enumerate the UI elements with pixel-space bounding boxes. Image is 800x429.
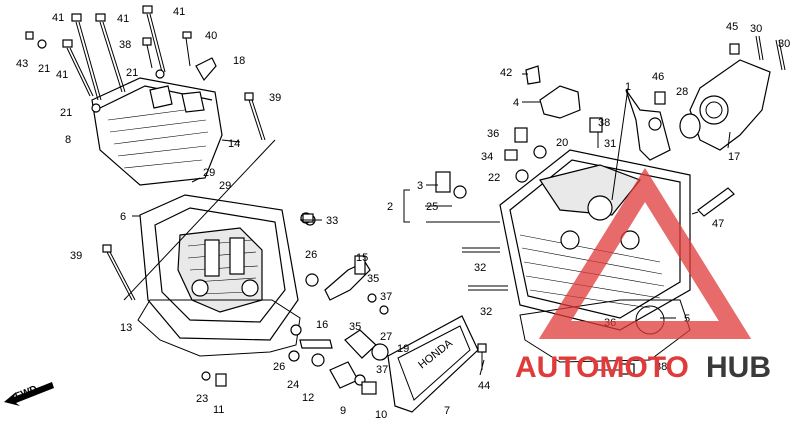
left-cylinder-head xyxy=(139,194,299,341)
callout-15: 15 xyxy=(356,252,368,264)
callout-32: 32 xyxy=(474,262,486,274)
callout-40: 40 xyxy=(205,30,217,42)
callout-41: 41 xyxy=(52,12,64,24)
callout-39: 39 xyxy=(70,250,82,262)
head-gasket-13 xyxy=(137,299,301,357)
callout-25: 25 xyxy=(426,201,438,213)
callout-22: 22 xyxy=(488,172,500,184)
callout-41: 41 xyxy=(117,13,129,25)
callout-11: 11 xyxy=(213,404,224,416)
intake-manifold-17 xyxy=(679,35,786,151)
callout-9: 9 xyxy=(340,405,346,417)
callout-10: 10 xyxy=(375,409,387,421)
callout-21: 21 xyxy=(60,107,72,119)
callout-6: 6 xyxy=(120,211,126,223)
callout-27: 27 xyxy=(380,331,392,343)
bolt-39-lower xyxy=(102,244,136,301)
callout-19: 19 xyxy=(397,343,409,355)
watermark-word-dark: HUB xyxy=(706,351,771,384)
callout-1: 1 xyxy=(625,81,631,93)
callout-43: 43 xyxy=(16,58,28,70)
callout-45: 45 xyxy=(726,21,738,33)
rocker-parts xyxy=(201,212,389,395)
spark-plug-47 xyxy=(691,187,735,217)
side-cover-7: HONDA xyxy=(387,315,479,413)
callout-26: 26 xyxy=(273,361,285,373)
leader-lines xyxy=(123,73,731,376)
studs-32 xyxy=(462,247,508,291)
callout-36: 36 xyxy=(487,128,499,140)
bolts-41 xyxy=(25,5,217,113)
callout-16: 16 xyxy=(316,319,328,331)
callout-47: 47 xyxy=(712,218,724,230)
callout-28: 28 xyxy=(676,86,688,98)
callout-18: 18 xyxy=(233,55,245,67)
cylinder-gasket-5 xyxy=(519,299,691,363)
callout-32: 32 xyxy=(480,306,492,318)
head-cover-assembly xyxy=(91,77,223,186)
callout-5: 5 xyxy=(684,313,690,325)
fwd-label: FWD xyxy=(14,384,39,403)
callout-35: 35 xyxy=(367,273,379,285)
callout-8: 8 xyxy=(65,134,71,146)
callout-39: 39 xyxy=(269,92,281,104)
fwd-arrow: FWD xyxy=(4,382,54,406)
callout-3: 3 xyxy=(417,180,423,192)
callout-20: 20 xyxy=(556,137,568,149)
callout-2: 2 xyxy=(387,201,393,213)
watermark-word-red: AUTOMOTO xyxy=(515,351,689,384)
callout-21: 21 xyxy=(126,67,138,79)
callout-46: 46 xyxy=(652,71,664,83)
callout-7: 7 xyxy=(444,405,450,417)
watermark-triangle-icon xyxy=(538,167,752,339)
callout-29: 29 xyxy=(219,180,231,192)
bolt-39-upper xyxy=(244,92,266,141)
callout-30: 30 xyxy=(778,38,790,50)
callout-23: 23 xyxy=(196,393,208,405)
callout-37: 37 xyxy=(380,291,392,303)
callout-labels: 41 41 41 41 40 38 43 21 21 18 21 8 14 39… xyxy=(16,6,790,421)
callout-35: 35 xyxy=(349,321,361,333)
callout-41: 41 xyxy=(173,6,185,18)
callout-42: 42 xyxy=(500,67,512,79)
callout-38: 38 xyxy=(119,39,131,51)
callout-26: 26 xyxy=(305,249,317,261)
callout-21: 21 xyxy=(38,63,50,75)
callout-4: 4 xyxy=(513,97,519,109)
callout-bracket-2 xyxy=(403,189,410,223)
callout-12: 12 xyxy=(302,392,314,404)
callout-41: 41 xyxy=(56,69,68,81)
watermark: AUTOMOTO HUB xyxy=(515,167,771,384)
callout-38: 38 xyxy=(655,361,667,373)
top-right-parts xyxy=(435,65,671,199)
callout-29: 29 xyxy=(203,167,215,179)
callout-24: 24 xyxy=(287,379,299,391)
callout-14: 14 xyxy=(228,138,240,150)
callout-38: 38 xyxy=(598,117,610,129)
callout-37: 37 xyxy=(376,364,388,376)
callout-34: 34 xyxy=(481,151,493,163)
callout-17: 17 xyxy=(728,151,740,163)
callout-33: 33 xyxy=(326,215,338,227)
callout-44: 44 xyxy=(478,380,490,392)
callout-13: 13 xyxy=(120,322,132,334)
callout-31: 31 xyxy=(604,138,616,150)
dowel-38 xyxy=(619,363,635,375)
callout-30: 30 xyxy=(750,23,762,35)
